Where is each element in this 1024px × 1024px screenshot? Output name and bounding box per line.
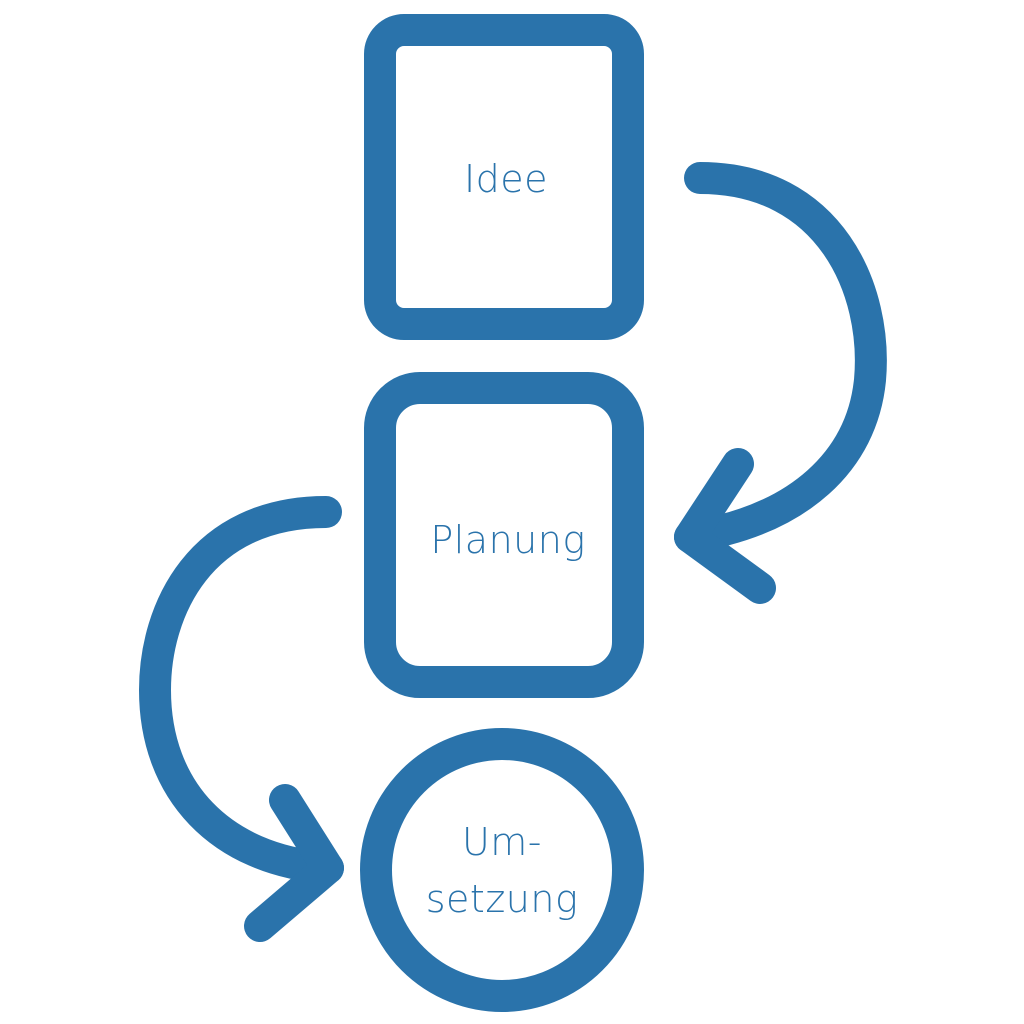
arrow-head-left-icon xyxy=(244,784,344,942)
arrow-curve-right xyxy=(674,162,887,553)
node-umsetzung: Um- setzung xyxy=(360,728,644,1012)
arrow-head-right-icon xyxy=(674,448,776,604)
umsetzung-label-line1: Um- xyxy=(462,820,542,864)
node-planung: Planung xyxy=(364,372,644,698)
node-idee: Idee xyxy=(364,14,644,340)
arrow-planung-to-umsetzung xyxy=(139,496,344,942)
umsetzung-circle xyxy=(360,728,644,1012)
arrow-idee-to-planung xyxy=(674,162,887,604)
arrow-curve-left xyxy=(139,496,344,884)
idee-box xyxy=(364,14,644,340)
planung-box xyxy=(364,372,644,698)
planung-label: Planung xyxy=(430,518,585,562)
umsetzung-label-line2: setzung xyxy=(426,877,579,921)
idee-label: Idee xyxy=(464,157,548,201)
